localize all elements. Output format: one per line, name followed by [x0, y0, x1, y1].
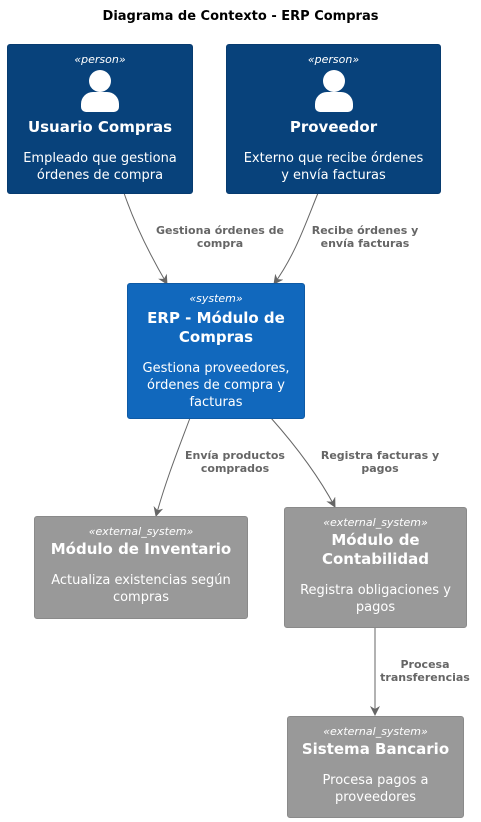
node-name: Sistema Bancario: [301, 740, 450, 758]
node-name: Módulo de Inventario: [50, 540, 232, 558]
node-name: Usuario Compras: [27, 118, 173, 136]
stereotype-label: «person»: [74, 53, 126, 66]
edge-proveedor-erp: [273, 192, 319, 285]
stereotype-label: «external_system»: [323, 725, 428, 738]
stereotype-label: «person»: [307, 53, 360, 66]
node-name: Proveedor: [289, 118, 378, 136]
edge-erp-inventario: [153, 417, 191, 517]
stereotype-label: «external_system»: [88, 525, 194, 538]
edge-erp-contabilidad: [270, 417, 336, 508]
node-sistema-bancario: «external_system» Sistema Bancario Proce…: [287, 716, 464, 818]
node-modulo-inventario: «external_system» Módulo de Inventario A…: [34, 516, 248, 619]
node-description: Gestiona proveedores,órdenes de compra y…: [142, 361, 290, 410]
person-icon: [81, 70, 119, 114]
stereotype-label: «external_system»: [323, 516, 428, 529]
diagram-title: Diagrama de Contexto - ERP Compras: [102, 9, 379, 24]
edge-usuario-erp: [123, 192, 168, 285]
node-usuario-compras: «person» Usuario Compras Empleado que ge…: [7, 44, 193, 194]
node-proveedor: «person» Proveedor Externo que recibe ór…: [226, 44, 441, 194]
stereotype-label: «system»: [189, 292, 243, 305]
person-icon: [314, 70, 353, 114]
